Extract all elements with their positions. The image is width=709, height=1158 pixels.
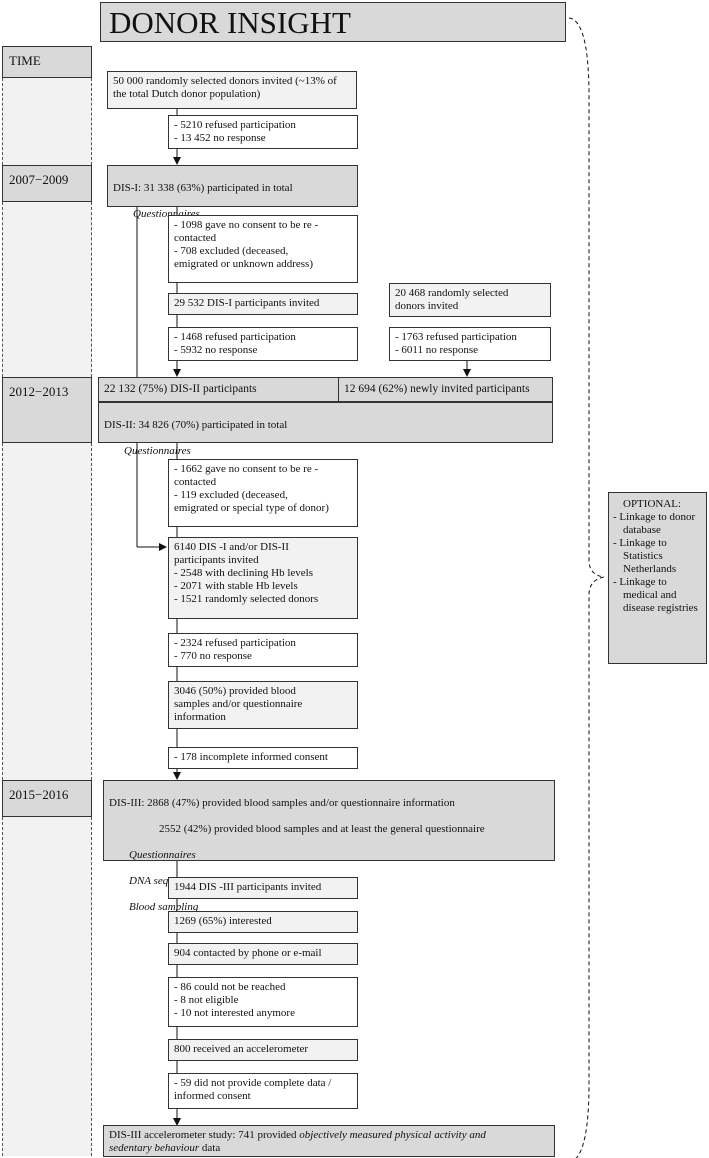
- optional-item: - Linkage to donor database: [613, 511, 696, 536]
- final-label-end: data: [199, 1142, 221, 1154]
- dis3-sublabel-questionnaires: Questionnaires: [129, 849, 196, 861]
- optional-box: OPTIONAL: - Linkage to donor database - …: [608, 492, 707, 664]
- box-invited-4: 1944 DIS -III participants invited: [168, 877, 358, 899]
- optional-item: - Linkage to Statistics Netherlands: [613, 537, 677, 575]
- bracket: [568, 17, 605, 1158]
- dis2-label: DIS-II: 34 826 (70%) participated in tot…: [104, 419, 288, 431]
- box-refused-2: - 1468 refused participation - 5932 no r…: [168, 327, 358, 361]
- box-refused-1: - 5210 refused participation - 13 452 no…: [168, 115, 358, 149]
- optional-heading: OPTIONAL:: [623, 498, 682, 510]
- time-band: [2, 817, 92, 1156]
- optional-list: - Linkage to donor database - Linkage to…: [613, 511, 702, 615]
- time-header: TIME: [2, 46, 92, 78]
- box-incomplete-2: - 59 did not provide complete data / inf…: [168, 1073, 358, 1109]
- box-invited-3: 6140 DIS -I and/or DIS-II participants i…: [168, 537, 358, 619]
- box-accelerometer: 800 received an accelerometer: [168, 1039, 358, 1061]
- box-invited-1: 29 532 DIS-I participants invited: [168, 293, 358, 315]
- box-interested: 1269 (65%) interested: [168, 911, 358, 933]
- dis1-label: DIS-I: 31 338 (63%) participated in tota…: [113, 182, 293, 194]
- dis3-label-2: 2552 (42%) provided blood samples and at…: [159, 823, 485, 835]
- optional-item: - Linkage to medical and disease registr…: [613, 576, 698, 614]
- box-contacted: 904 contacted by phone or e-mail: [168, 943, 358, 965]
- dis2-sublabel: Questionnaires: [124, 445, 191, 457]
- box-refused-4: - 2324 refused participation - 770 no re…: [168, 633, 358, 667]
- box-refused-3: - 1763 refused participation - 6011 no r…: [389, 327, 551, 361]
- box-provided: 3046 (50%) provided blood samples and/or…: [168, 681, 358, 729]
- box-not-reached: - 86 could not be reached - 8 not eligib…: [168, 977, 358, 1027]
- period-2007-2009: 2007−2009: [2, 165, 92, 202]
- box-final: DIS-III accelerometer study: 741 provide…: [103, 1125, 555, 1157]
- final-label-italic: objectively measured physical activity a…: [109, 1129, 486, 1154]
- box-dis1: DIS-I: 31 338 (63%) participated in tota…: [107, 165, 358, 220]
- time-band: [2, 78, 92, 165]
- box-excluded-2: - 1662 gave no consent to be re - contac…: [168, 459, 358, 527]
- period-2012-2013: 2012−2013: [2, 377, 92, 443]
- final-label: DIS-III accelerometer study: 741 provide…: [109, 1129, 300, 1141]
- box-incomplete: - 178 incomplete informed consent: [168, 747, 358, 769]
- box-invited: 50 000 randomly selected donors invited …: [107, 71, 357, 109]
- optional-item-label: Linkage to Statistics Netherlands: [619, 537, 677, 575]
- time-band: [2, 202, 92, 377]
- box-dis3: DIS-III: 2868 (47%) provided blood sampl…: [103, 780, 555, 913]
- box-new-invited: 20 468 randomly selected donors invited: [389, 283, 551, 317]
- box-dis2: DIS-II: 34 826 (70%) participated in tot…: [98, 402, 553, 457]
- box-dis2-participants: 22 132 (75%) DIS-II participants: [98, 377, 342, 402]
- box-excluded-1: - 1098 gave no consent to be re - contac…: [168, 215, 358, 283]
- page-title: DONOR INSIGHT: [100, 2, 566, 42]
- time-band: [2, 443, 92, 780]
- box-new-participants: 12 694 (62%) newly invited participants: [338, 377, 553, 402]
- optional-item-label: Linkage to medical and disease registrie…: [619, 576, 698, 614]
- period-2015-2016: 2015−2016: [2, 780, 92, 817]
- dis3-sublabel-blood: Blood sampling: [129, 901, 199, 913]
- optional-item-label: Linkage to donor database: [619, 511, 696, 536]
- dis3-label: DIS-III: 2868 (47%) provided blood sampl…: [109, 797, 455, 809]
